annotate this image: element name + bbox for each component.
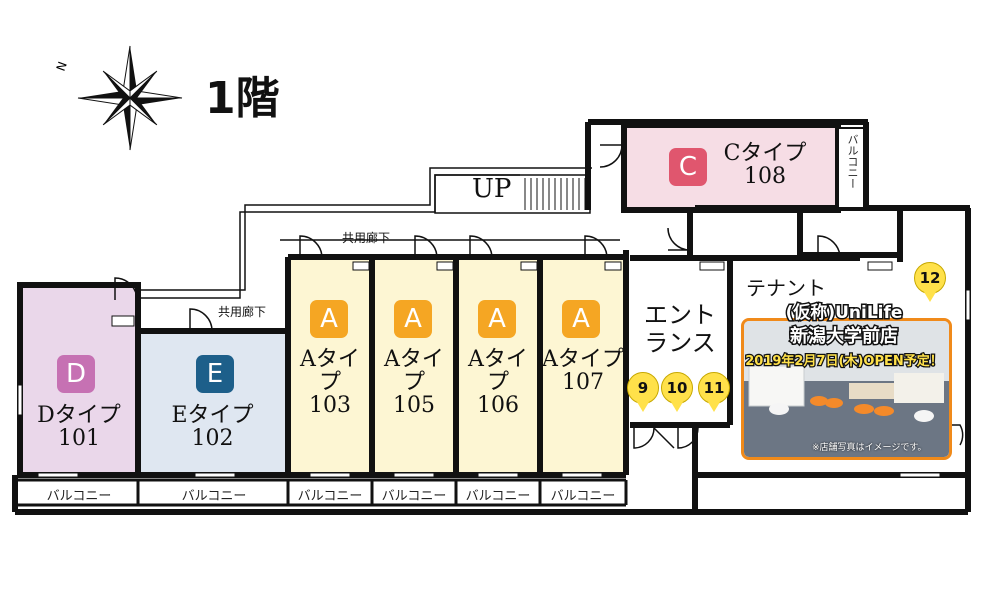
balcony-label-vertical: バルコニー <box>846 134 859 189</box>
balcony-label: バルコニー <box>465 489 531 504</box>
balcony-label: バルコニー <box>550 489 616 504</box>
corridor-label: 共用廊下 <box>342 231 391 245</box>
tenant-line2: 新潟大学前店 <box>789 325 900 349</box>
svg-text:N: N <box>54 60 70 73</box>
floor-title: 1階 <box>205 73 280 124</box>
tenant-caption: ※店舗写真はイメージです。 <box>812 443 927 453</box>
unit-badge-d: D <box>57 355 95 393</box>
unit-badge-c: C <box>669 148 707 186</box>
balcony-label: バルコニー <box>46 489 112 504</box>
unit-name-a107: Aタイプ 107 <box>542 347 624 396</box>
unit-name-a106: Aタイプ 106 <box>468 347 528 419</box>
tenant-label: テナント <box>746 276 826 300</box>
unit-badge-a106: A <box>478 300 516 338</box>
unit-name-e: Eタイプ 102 <box>171 403 254 452</box>
balcony-label: バルコニー <box>181 489 247 504</box>
unit-badge-a107: A <box>562 300 600 338</box>
corridor-label: 共用廊下 <box>218 305 267 319</box>
tenant-line1: (仮称)UniLife <box>784 302 904 325</box>
unit-badge-a103: A <box>310 300 348 338</box>
entrance-label: エント ランス <box>644 301 716 357</box>
compass-icon: N <box>54 45 183 151</box>
up-label: UP <box>472 174 512 204</box>
unit-badge-e: E <box>196 355 234 393</box>
unit-name-a103: Aタイプ 103 <box>300 347 360 419</box>
location-pin-10: 10 <box>661 372 693 412</box>
location-pin-12: 12 <box>914 262 946 302</box>
unit-name-d: Dタイプ 101 <box>37 403 121 452</box>
unit-badge-a105: A <box>394 300 432 338</box>
balcony-label: バルコニー <box>381 489 447 504</box>
balcony-label: バルコニー <box>297 489 363 504</box>
location-pin-9: 9 <box>627 372 659 412</box>
unit-name-a105: Aタイプ 105 <box>384 347 444 419</box>
tenant-line3: 2019年2月7日(木)OPEN予定！ <box>744 353 944 371</box>
unit-name-c: Cタイプ 108 <box>723 141 807 190</box>
location-pin-11: 11 <box>698 372 730 412</box>
tenant-photo <box>741 318 952 460</box>
